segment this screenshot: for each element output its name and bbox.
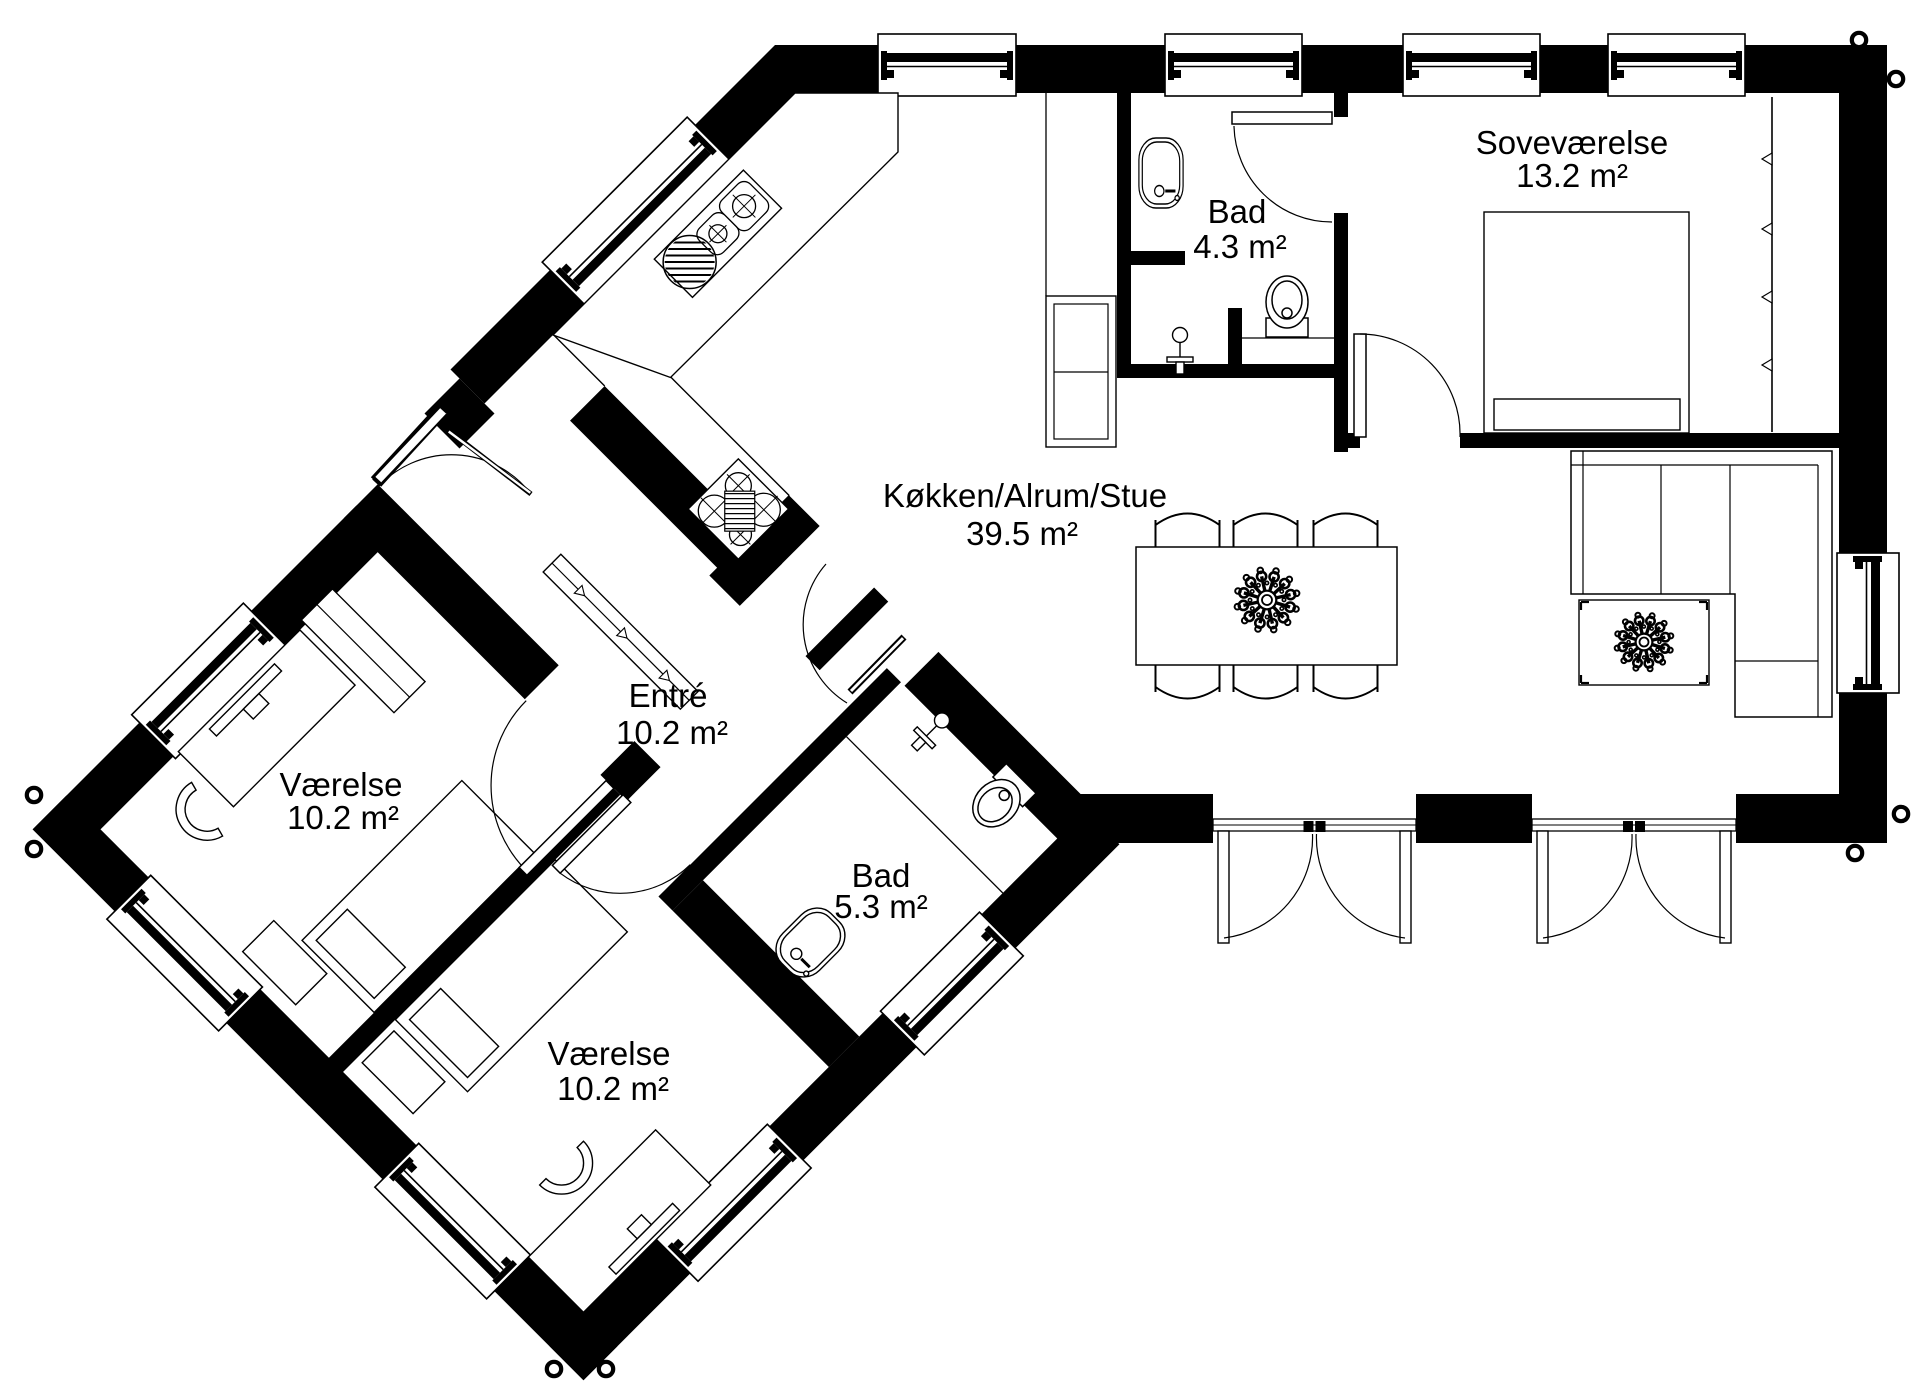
svg-text:Værelse: Værelse (548, 1035, 671, 1072)
svg-text:10.2 m²: 10.2 m² (557, 1070, 669, 1107)
svg-text:Bad: Bad (1208, 193, 1267, 230)
svg-text:Værelse: Værelse (280, 766, 403, 803)
svg-text:13.2 m²: 13.2 m² (1516, 157, 1628, 194)
svg-text:Soveværelse: Soveværelse (1476, 124, 1669, 161)
svg-text:Køkken/Alrum/Stue: Køkken/Alrum/Stue (883, 477, 1167, 514)
svg-text:10.2 m²: 10.2 m² (616, 714, 728, 751)
svg-text:39.5 m²: 39.5 m² (966, 515, 1078, 552)
svg-text:4.3 m²: 4.3 m² (1193, 228, 1287, 265)
svg-text:Bad: Bad (852, 857, 911, 894)
svg-text:10.2 m²: 10.2 m² (287, 799, 399, 836)
svg-text:Entré: Entré (629, 677, 708, 714)
svg-text:5.3 m²: 5.3 m² (834, 888, 928, 925)
